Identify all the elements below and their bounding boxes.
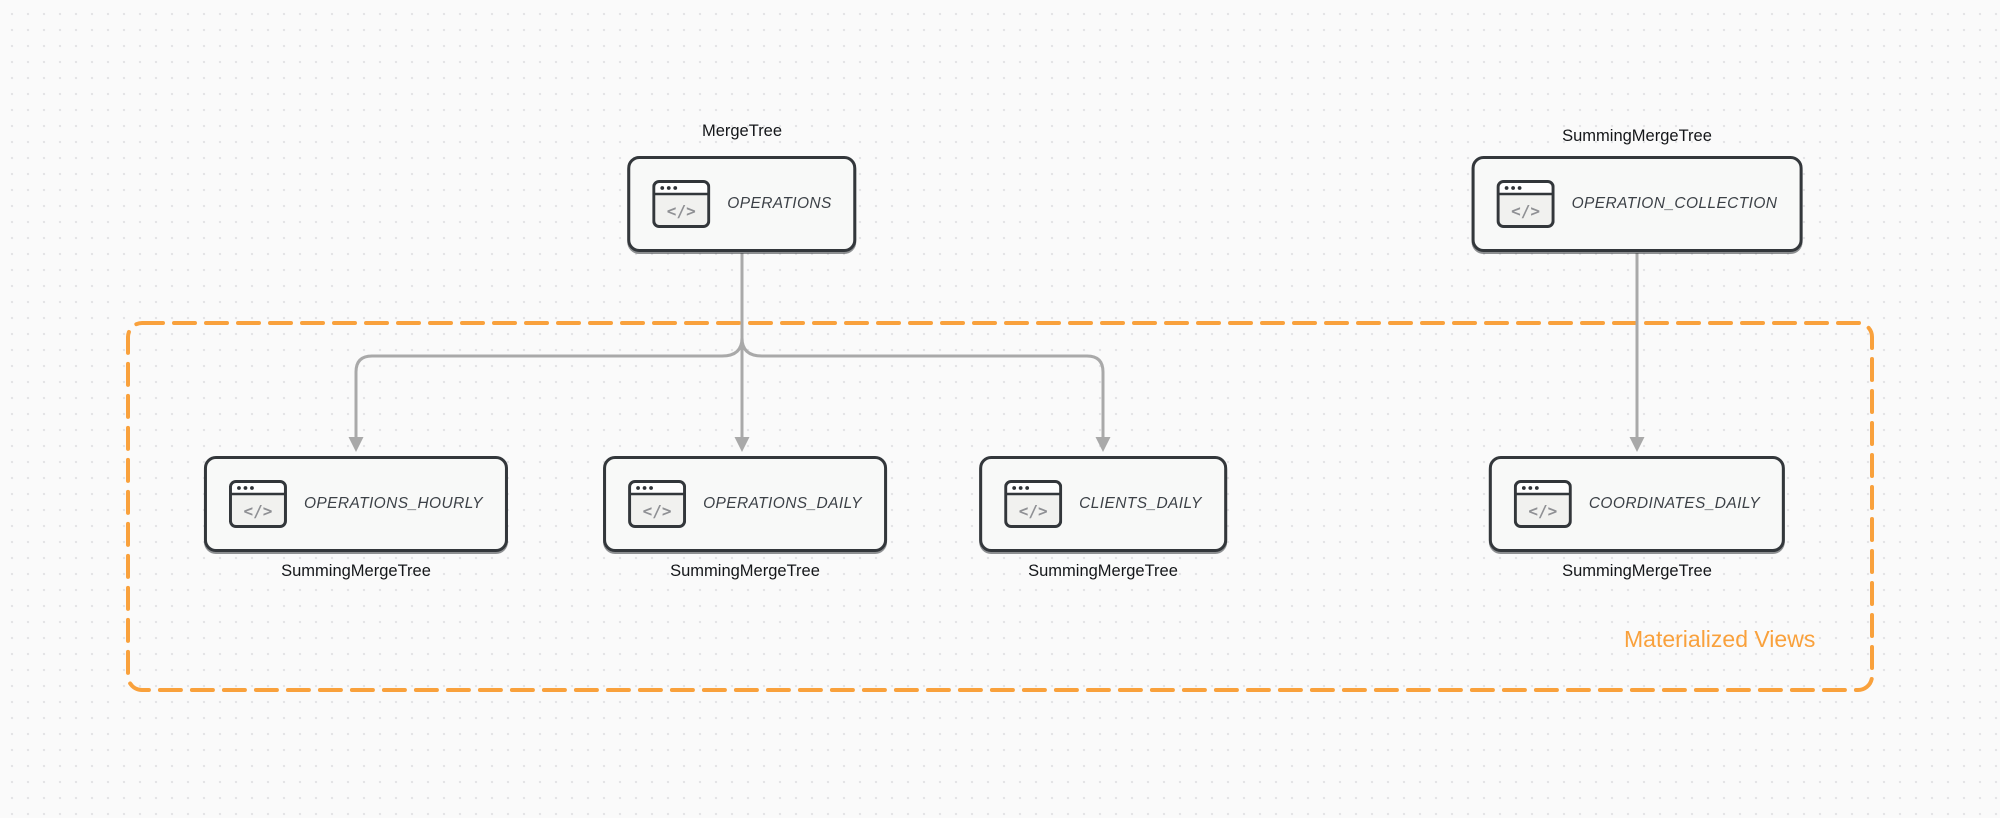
table-name-operations-daily: OPERATIONS_DAILY (703, 495, 862, 512)
arrowhead (348, 437, 364, 452)
engine-label-operations-hourly: SummingMergeTree (281, 562, 431, 580)
table-name-operation-collection: OPERATION_COLLECTION (1571, 195, 1778, 212)
engine-label-operations-daily: SummingMergeTree (670, 562, 820, 580)
table-name-operations-hourly: OPERATIONS_HOURLY (303, 495, 484, 512)
svg-text:</>: </> (1528, 502, 1557, 521)
engine-label-operations: MergeTree (701, 122, 783, 140)
edge-operations-to-clients-daily (740, 300, 1105, 437)
svg-text:</>: </> (1511, 202, 1540, 221)
arrowhead (1095, 437, 1111, 452)
table-name-operations: OPERATIONS (727, 195, 832, 212)
engine-label-operation-collection: SummingMergeTree (1562, 127, 1712, 145)
code-window-icon: </> (1513, 480, 1572, 528)
svg-text:</>: </> (667, 202, 696, 221)
code-window-icon: </> (652, 180, 711, 228)
materialized-views-label: Materialized Views (1624, 626, 1816, 652)
arrowhead (734, 437, 750, 452)
table-name-clients-daily: CLIENTS_DAILY (1079, 495, 1202, 512)
edge-operations-to-operations-hourly (354, 300, 744, 437)
engine-label-coordinates-daily: SummingMergeTree (1562, 562, 1712, 580)
code-window-icon: </> (228, 480, 287, 528)
node-coordinates-daily[interactable]: </> COORDINATES_DAILY (1488, 456, 1786, 552)
node-operations-daily[interactable]: </> OPERATIONS_DAILY (603, 456, 887, 552)
node-operation-collection[interactable]: </> OPERATION_COLLECTION (1471, 156, 1803, 252)
node-clients-daily[interactable]: </> CLIENTS_DAILY (979, 456, 1227, 552)
code-window-icon: </> (1496, 180, 1555, 228)
node-operations[interactable]: </> OPERATIONS (627, 156, 857, 252)
svg-text:</>: </> (1019, 502, 1048, 521)
svg-text:</>: </> (643, 502, 672, 521)
svg-text:</>: </> (244, 502, 273, 521)
node-operations-hourly[interactable]: </> OPERATIONS_HOURLY (203, 456, 509, 552)
code-window-icon: </> (1004, 480, 1063, 528)
engine-label-clients-daily: SummingMergeTree (1028, 562, 1178, 580)
table-name-coordinates-daily: COORDINATES_DAILY (1588, 495, 1761, 512)
arrowhead (1629, 437, 1645, 452)
code-window-icon: </> (628, 480, 687, 528)
